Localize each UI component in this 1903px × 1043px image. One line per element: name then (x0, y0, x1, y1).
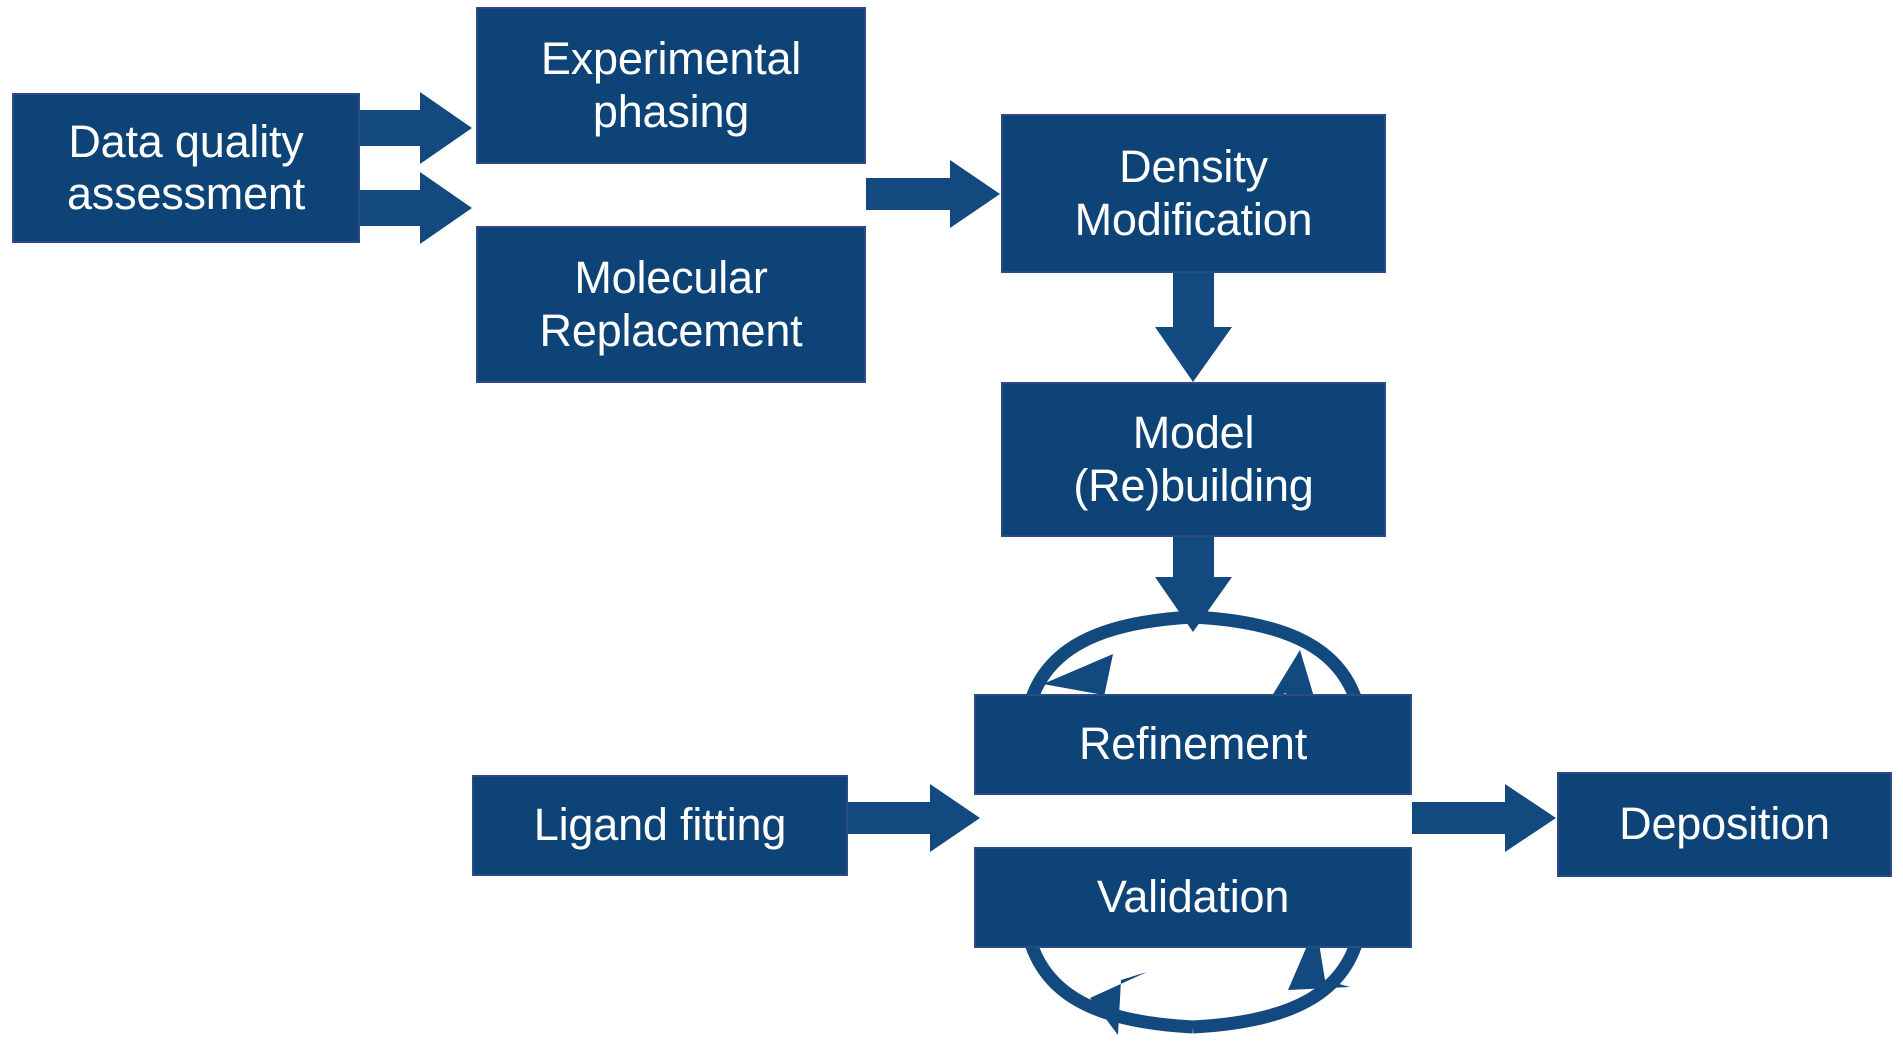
arrow-density-to-model (1155, 273, 1232, 382)
arrow-model-to-refinement (1155, 537, 1232, 632)
node-experimental-phasing[interactable]: Experimental phasing (476, 7, 866, 164)
arrow-ligand-fitting-to-refinement (848, 784, 980, 852)
node-validation[interactable]: Validation (974, 847, 1412, 948)
node-ligand-fitting[interactable]: Ligand fitting (472, 775, 848, 876)
arrow-data-quality-to-molecular (360, 172, 472, 244)
arrow-phasing-to-density (866, 160, 1000, 228)
cycle-arrowhead-bottom-left (1090, 972, 1147, 1035)
node-data-quality-assessment[interactable]: Data quality assessment (12, 93, 360, 243)
node-model-rebuilding[interactable]: Model (Re)building (1001, 382, 1386, 537)
arrow-validation-to-deposition (1412, 784, 1556, 852)
node-molecular-replacement[interactable]: Molecular Replacement (476, 226, 866, 383)
node-deposition[interactable]: Deposition (1557, 772, 1892, 877)
node-refinement[interactable]: Refinement (974, 694, 1412, 795)
node-density-modification[interactable]: Density Modification (1001, 114, 1386, 273)
arrow-data-quality-to-experimental (360, 92, 472, 164)
